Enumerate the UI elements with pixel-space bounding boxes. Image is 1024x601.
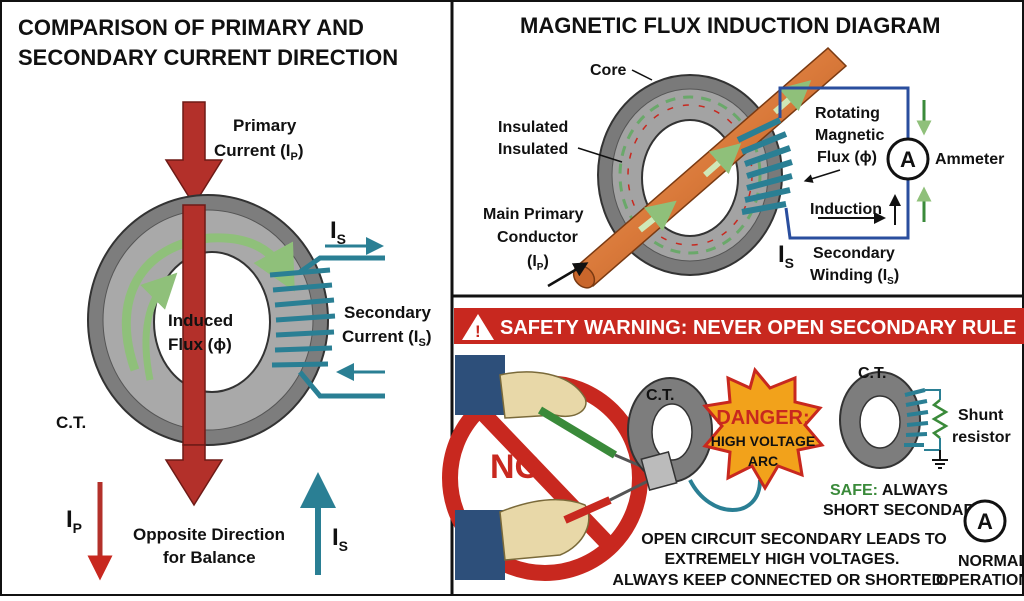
secondary-winding-line2: Winding (IS) (810, 267, 899, 287)
primary-current-arrow (164, 101, 224, 207)
ammeter-label: Ammeter (935, 151, 1004, 168)
induced-label-line1: Induced (168, 311, 233, 330)
secondary-winding (269, 255, 385, 399)
insulated-label-2: Insulated (498, 141, 568, 158)
opposite-line2: for Balance (163, 548, 256, 567)
ct-label: C.T. (56, 413, 86, 432)
is-top-label: IS (330, 217, 346, 247)
secondary-label-line1: Secondary (344, 303, 431, 322)
screwdriver-2-tip (609, 478, 651, 502)
open-line3: ALWAYS KEEP CONNECTED OR SHORTED. (612, 572, 947, 589)
open-ct-toroid (627, 377, 762, 512)
screwdriver-2 (563, 496, 612, 524)
ip-bottom-label: IP (66, 506, 82, 536)
core-label: Core (590, 62, 627, 79)
core-leader (631, 69, 653, 81)
screwdriver-1 (537, 406, 618, 459)
circuit-wire-bottom (784, 180, 910, 240)
safe-line2: SHORT SECONDARY (823, 502, 985, 519)
primary-conductor-rod (572, 46, 848, 289)
danger-burst-icon (702, 366, 825, 491)
open-line1: OPEN CIRCUIT SECONDARY LEADS TO (641, 531, 947, 548)
warning-text: SAFETY WARNING: NEVER OPEN SECONDARY RUL… (500, 317, 1016, 339)
primary-label-line1: Primary (233, 116, 297, 135)
rotating-line2: Magnetic (815, 127, 884, 144)
open-line2: EXTREMELY HIGH VOLTAGES. (665, 551, 900, 568)
right-top-panel: MAGNETIC FLUX INDUCTION DIAGRAM (483, 13, 1004, 289)
induced-label-line2: Flux (ϕ) (168, 335, 232, 354)
ct-left-label: C.T. (646, 387, 674, 404)
circuit-wire-top (778, 86, 910, 138)
ammeter-icon (886, 137, 930, 181)
primary-label-line2: Current (IP) (214, 141, 304, 163)
main-primary-line2: Conductor (497, 229, 578, 246)
shunt-line2: resistor (952, 429, 1011, 446)
secondary-winding-line1: Secondary (813, 245, 895, 262)
gloved-hand-icon (455, 355, 590, 580)
is-right-label: IS (778, 241, 794, 271)
warning-icon (462, 314, 494, 340)
left-title-line2: SECONDARY CURRENT DIRECTION (18, 45, 398, 70)
flux-arrow-inner (140, 272, 178, 381)
primary-exit-arrow (164, 444, 224, 507)
is-bottom-label: IS (332, 524, 348, 554)
danger-line1: DANGER: (716, 407, 809, 429)
rotating-leader (803, 169, 841, 183)
flux-winding (736, 117, 793, 215)
induction-label: Induction (810, 201, 882, 218)
insulated-label-1: Insulated (498, 119, 568, 136)
normal-line2: OPERATION (936, 572, 1024, 589)
safe-line1: SAFE: ALWAYS (830, 482, 948, 499)
warning-banner (454, 308, 1024, 344)
no-label: NO (490, 448, 541, 486)
rotating-line1: Rotating (815, 105, 880, 122)
shorted-ct-toroid (839, 371, 949, 469)
ct-right-label: C.T. (858, 365, 886, 382)
left-panel: COMPARISON OF PRIMARY AND SECONDARY CURR… (18, 15, 432, 581)
left-title-line1: COMPARISON OF PRIMARY AND (18, 15, 364, 40)
main-primary-leader (547, 262, 589, 288)
normal-meter-symbol: A (977, 509, 993, 534)
danger-line2: HIGH VOLTAGE (711, 433, 815, 449)
main-primary-line1: Main Primary (483, 206, 584, 223)
insulated-leader (577, 147, 623, 163)
normal-meter-icon (963, 499, 1007, 543)
flux-title: MAGNETIC FLUX INDUCTION DIAGRAM (520, 13, 940, 38)
main-primary-line3: (IP) (527, 253, 549, 273)
shunt-line1: Shunt (958, 407, 1004, 424)
danger-line3: ARC (748, 453, 778, 469)
right-bottom-panel: ! SAFETY WARNING: NEVER OPEN SECONDARY R… (442, 308, 1024, 589)
ammeter-symbol: A (900, 147, 916, 172)
normal-line1: NORMAL (958, 553, 1024, 570)
opposite-line1: Opposite Direction (133, 525, 285, 544)
rotating-line3: Flux (ϕ) (817, 149, 877, 166)
warning-icon-mark: ! (475, 322, 481, 341)
secondary-label-line2: Current (IS) (342, 327, 432, 349)
